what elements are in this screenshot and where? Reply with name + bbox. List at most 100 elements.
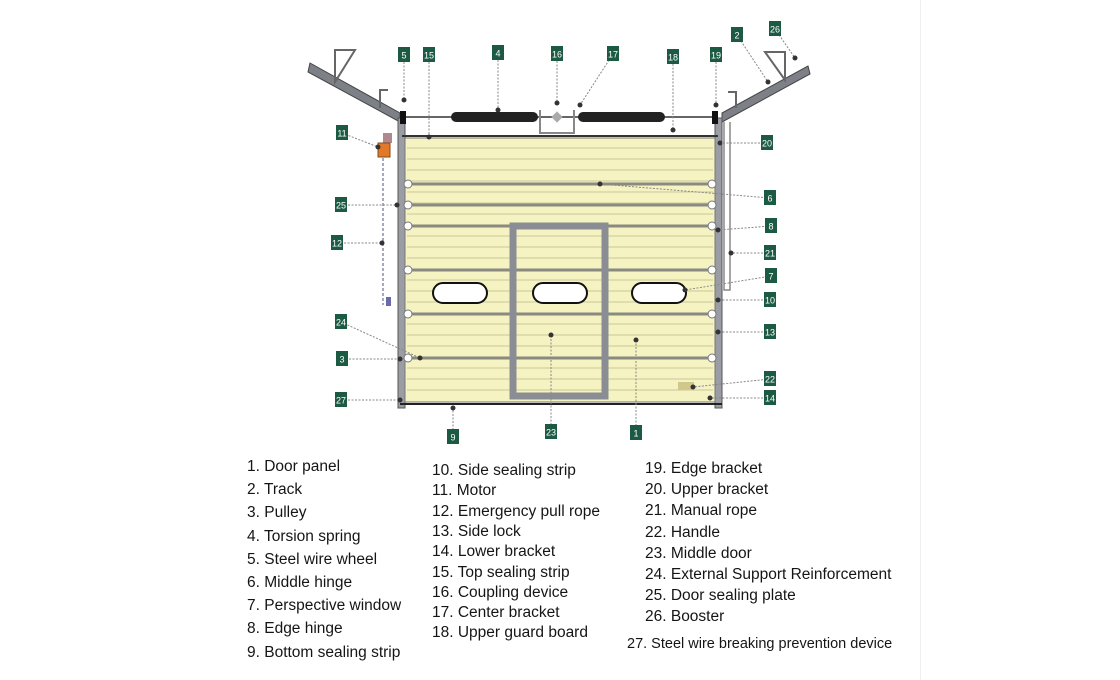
motor-top (383, 133, 392, 143)
callout-box (764, 390, 776, 405)
callout-number: 5 (401, 51, 406, 61)
legend-item: 27. Steel wire breaking prevention devic… (627, 636, 893, 652)
perspective-window (631, 282, 687, 304)
legend-item: 4. Torsion spring (247, 527, 361, 545)
callout-number: 1 (633, 429, 638, 439)
edge-hinge (707, 221, 717, 231)
arrow-head (375, 144, 381, 150)
right-vertical-track (714, 117, 723, 409)
middle-door-frame (509, 222, 609, 400)
callout-number: 17 (608, 50, 618, 60)
arrow-head (417, 355, 423, 361)
legend-item: 22. Handle (645, 523, 720, 541)
legend-item: 26. Booster (645, 608, 725, 626)
arrow-head (792, 55, 798, 61)
callout-number: 19 (711, 51, 721, 61)
callout-number: 2 (734, 31, 739, 41)
callout-number: 14 (765, 394, 775, 404)
leader-line (599, 183, 771, 199)
arrow-head (715, 227, 721, 233)
leader-line (340, 321, 421, 359)
leader-line (774, 28, 796, 59)
arrow-head (397, 397, 403, 403)
callout-number: 21 (765, 249, 775, 259)
callout-box (398, 47, 410, 62)
callout-box (769, 21, 781, 36)
arrow-head (690, 384, 696, 390)
callout-number: 23 (546, 428, 556, 438)
legend-item: 18. Upper guard board (432, 624, 588, 642)
callout-number: 25 (336, 201, 346, 211)
arrow-head (495, 107, 501, 113)
callout-box (336, 125, 348, 140)
callout-number: 16 (552, 50, 562, 60)
legend-item: 11. Motor (432, 482, 497, 500)
divider (920, 0, 921, 680)
callout-box (607, 46, 619, 61)
arrow-head (401, 97, 407, 103)
callout-box (764, 190, 776, 205)
callout-number: 24 (336, 318, 346, 328)
callout-number: 3 (339, 355, 344, 365)
callout-box (335, 197, 347, 212)
legend-item: 16. Coupling device (432, 583, 569, 601)
torsion-spring-right (578, 112, 665, 122)
edge-hinge (707, 309, 717, 319)
handle (678, 382, 694, 390)
legend-item: 23. Middle door (645, 544, 752, 562)
edge-hinge (403, 200, 413, 210)
arrow-head (728, 250, 734, 256)
leader-line (341, 132, 379, 148)
arrow-head (397, 356, 403, 362)
door-structure (307, 49, 811, 409)
steel-wire-wheel-left (400, 111, 406, 124)
callout-number: 13 (765, 328, 775, 338)
legend-item: 17. Center bracket (432, 604, 560, 622)
callout-number: 12 (332, 239, 342, 249)
callout-box (764, 371, 776, 386)
callout-box (335, 314, 347, 329)
leader-line (579, 53, 614, 106)
legend-item: 21. Manual rope (645, 502, 758, 520)
arrow-head (379, 240, 385, 246)
callout-box (551, 46, 563, 61)
callout-box (764, 292, 776, 307)
legend-item: 24. External Support Reinforcement (645, 566, 892, 583)
legend-item: 9. Bottom sealing strip (247, 643, 401, 661)
perspective-window (532, 282, 588, 304)
callout-box (764, 245, 776, 260)
legend-item: 1. Door panel (247, 458, 341, 475)
callout-box (545, 424, 557, 439)
callout-number: 26 (770, 25, 780, 35)
legend-item: 25. Door sealing plate (645, 587, 796, 605)
callout-box (710, 47, 722, 62)
arrow-head (577, 102, 583, 108)
callout-box (765, 218, 777, 233)
callout-box (731, 27, 743, 42)
arrow-head (707, 395, 713, 401)
edge-hinge (707, 353, 717, 363)
legend-item: 8. Edge hinge (247, 620, 343, 638)
callout-number: 4 (495, 49, 500, 59)
arrow-head (450, 405, 456, 411)
callout-box (667, 49, 679, 64)
manual-rope (723, 122, 731, 291)
edge-hinge (403, 221, 413, 231)
steel-wire-wheel-right (712, 111, 718, 124)
edge-hinge (707, 200, 717, 210)
legend-item: 6. Middle hinge (247, 574, 353, 591)
legend-item: 19. Edge bracket (645, 460, 763, 477)
legend-item: 2. Track (247, 481, 303, 499)
arrow-head (715, 297, 721, 303)
coupling-device (551, 111, 563, 123)
legend-item: 20. Upper bracket (645, 481, 769, 499)
arrow-head (670, 127, 676, 133)
edge-hinge (707, 265, 717, 275)
center-bracket (539, 110, 575, 134)
legend-item: 3. Pulley (247, 504, 307, 522)
callout-number: 6 (767, 194, 772, 204)
right-track-bracket (728, 51, 786, 108)
callout-number: 27 (336, 396, 346, 406)
leader-line (736, 34, 769, 83)
